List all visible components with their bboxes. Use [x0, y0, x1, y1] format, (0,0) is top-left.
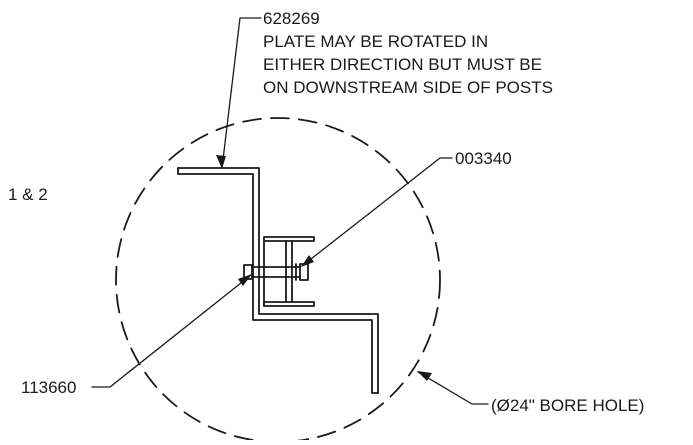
- leader-bore-hole: [417, 371, 489, 405]
- leader-plate: [221, 17, 262, 169]
- part-label-bolt: 003340: [455, 149, 512, 168]
- plate-note-line-1: PLATE MAY BE ROTATED IN: [263, 32, 488, 51]
- plate-note-line-3: ON DOWNSTREAM SIDE OF POSTS: [263, 78, 553, 97]
- leader-nut: [91, 274, 252, 388]
- part-label-nut: 113660: [21, 378, 76, 397]
- leader-bolt: [301, 157, 453, 267]
- plate-note-line-2: EITHER DIRECTION BUT MUST BE: [263, 55, 542, 74]
- post-numbers-label: 1 & 2: [8, 185, 48, 204]
- bore-hole-label: (Ø24" BORE HOLE): [491, 396, 644, 415]
- i-beam-post: [263, 236, 315, 307]
- part-label-plate: 628269: [263, 9, 320, 28]
- bore-hole-outline: [115, 117, 441, 443]
- arrowhead-bore-hole: [417, 371, 432, 381]
- arrowhead-nut: [238, 274, 252, 286]
- arrowhead-bolt: [301, 255, 314, 267]
- z-plate: [177, 167, 379, 394]
- arrowhead-plate: [216, 155, 226, 169]
